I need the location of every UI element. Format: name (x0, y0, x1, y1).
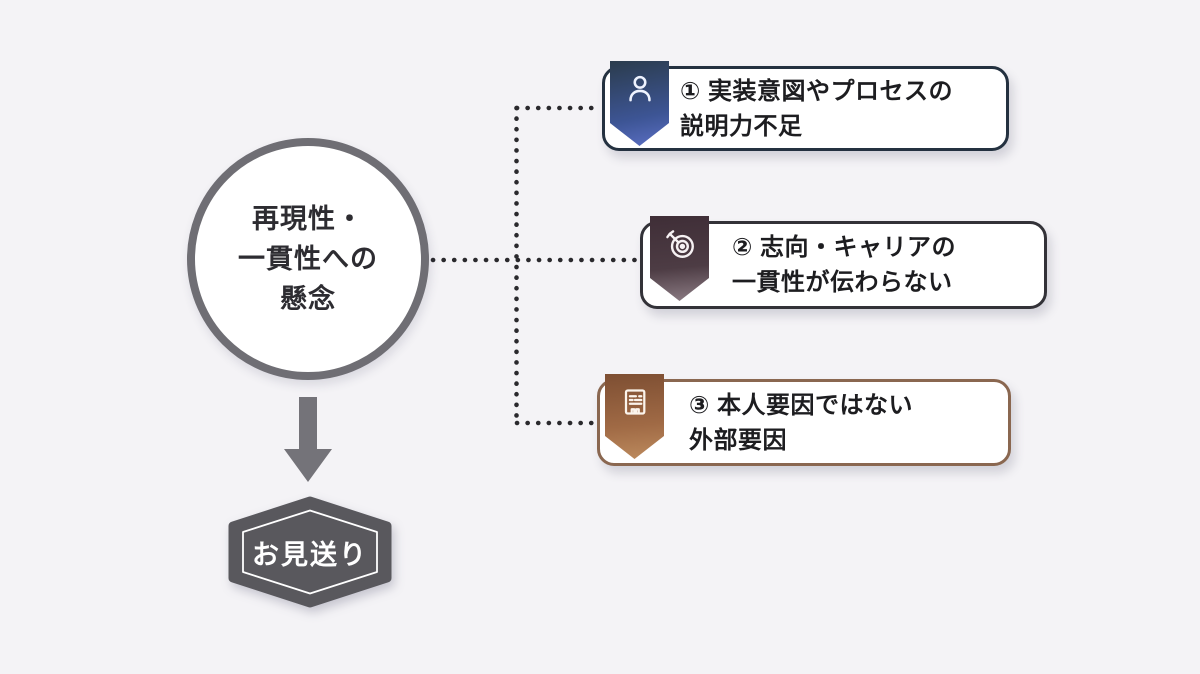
outcome-hexagon: お見送り (224, 496, 396, 608)
reason-box-1: ① 実装意図やプロセスの 説明力不足 (602, 61, 1009, 151)
hexagon-shape (228, 496, 392, 608)
cause-circle: 再現性・ 一貫性への 懸念 (187, 138, 429, 380)
cause-line-1: 再現性・ (252, 204, 364, 234)
reason-3-line-2: 外部要因 (689, 426, 787, 454)
reason-2-text: ② 志向・キャリアの 一貫性が伝わらない (643, 230, 1044, 300)
target-icon (665, 230, 694, 258)
reason-3-text: ③ 本人要因ではない 外部要因 (600, 388, 1008, 458)
reason-1-line-2: 説明力不足 (680, 112, 803, 140)
outcome-label: お見送り (252, 539, 368, 570)
reason-2-line-2: 一貫性が伝わらない (732, 269, 953, 296)
down-arrow-icon (284, 397, 332, 482)
person-icon (628, 75, 651, 102)
cause-line-3: 懸念 (280, 284, 336, 314)
reason-3-line-1: ③ 本人要因ではない (689, 391, 913, 419)
reason-box-3: ③ 本人要因ではない 外部要因 (597, 374, 1011, 466)
reason-2-line-1: ② 志向・キャリアの (732, 234, 956, 261)
building-icon (624, 389, 645, 415)
reason-1-text: ① 実装意図やプロセスの 説明力不足 (605, 74, 1006, 144)
reason-1-line-1: ① 実装意図やプロセスの (680, 77, 953, 105)
reason-box-2: ② 志向・キャリアの 一貫性が伝わらない (640, 216, 1047, 309)
cause-line-2: 一貫性への (238, 244, 378, 274)
cause-text: 再現性・ 一貫性への 懸念 (238, 199, 378, 319)
